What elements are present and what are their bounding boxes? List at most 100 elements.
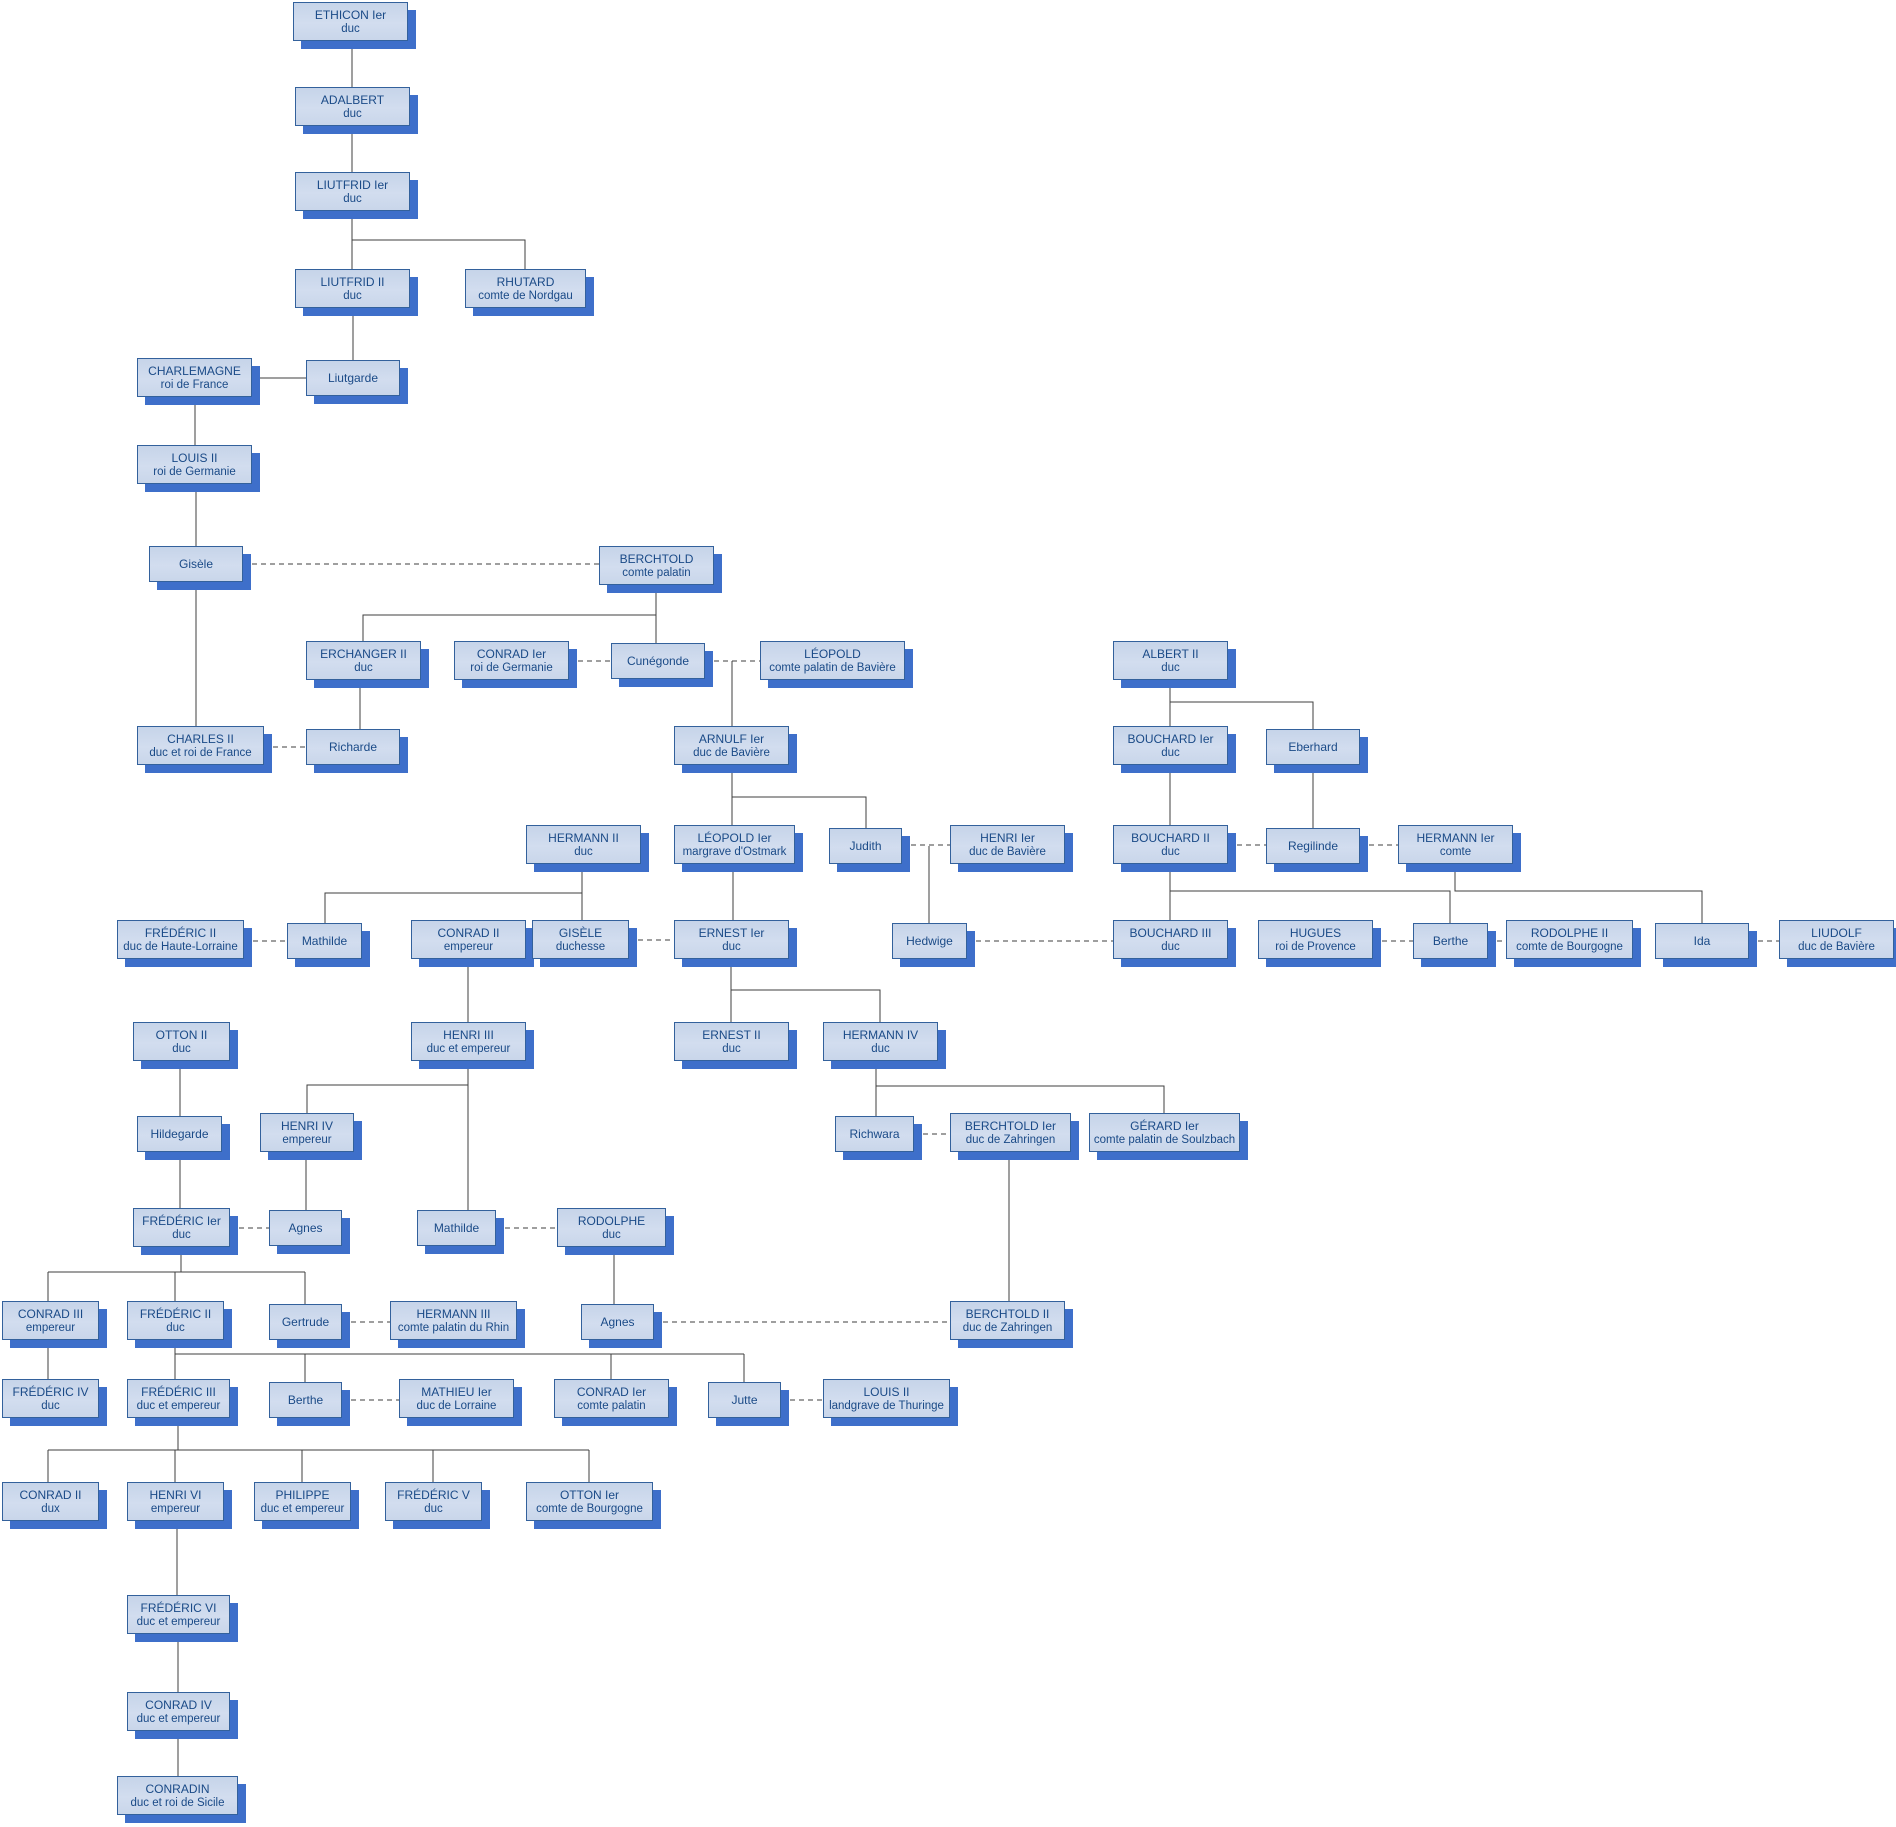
person-name: CONRAD II <box>19 1487 82 1502</box>
person-name: ETHICON Ier <box>314 7 387 22</box>
person-name: Mathilde <box>301 934 348 948</box>
person-title: comte palatin <box>577 1399 646 1412</box>
person-name: Hedwige <box>906 934 953 948</box>
descent-connector <box>731 989 881 1022</box>
person-title: duc <box>424 1502 443 1515</box>
person-name: FRÉDÉRIC II <box>139 1306 212 1321</box>
person-title: empereur <box>282 1133 332 1146</box>
person-title: duc <box>1161 746 1180 759</box>
person-name: BERCHTOLD II <box>965 1306 1050 1321</box>
person-box-liutgarde: Liutgarde <box>306 360 400 396</box>
person-name: LIUDOLF <box>1811 925 1862 940</box>
person-name: LIUTFRID II <box>320 274 385 289</box>
person-title: comte palatin de Soulzbach <box>1093 1133 1236 1146</box>
person-name: BOUCHARD Ier <box>1127 731 1214 746</box>
person-title: roi de France <box>160 378 229 391</box>
person-name: HENRI VI <box>149 1487 202 1502</box>
person-name: FRÉDÉRIC Ier <box>142 1213 221 1228</box>
person-name: Agnes <box>288 1221 323 1235</box>
person-box-hildegarde: Hildegarde <box>137 1116 222 1152</box>
person-name: CONRAD Ier <box>576 1384 647 1399</box>
person-name: BERCHTOLD <box>619 551 694 566</box>
person-title: duc de Haute-Lorraine <box>123 940 238 953</box>
person-title: roi de Provence <box>1275 940 1356 953</box>
person-name: CONRADIN <box>145 1781 210 1796</box>
person-title: duc <box>1161 661 1180 674</box>
person-name: CHARLES II <box>167 731 234 746</box>
person-title: duchesse <box>555 940 606 953</box>
person-box-eberhard: Eberhard <box>1266 729 1360 765</box>
person-name: FRÉDÉRIC II <box>144 925 217 940</box>
person-title: duc de Zahringen <box>962 1321 1053 1334</box>
person-title: duc <box>722 1042 741 1055</box>
person-title: duc et roi de Sicile <box>130 1796 225 1809</box>
person-title: duc <box>343 107 362 120</box>
descent-connector <box>1454 864 1703 923</box>
person-name: Cunégonde <box>626 654 690 668</box>
person-title: duc de Bavière <box>969 845 1046 858</box>
person-name: BERCHTOLD Ier <box>964 1118 1057 1133</box>
person-title: duc <box>343 192 362 205</box>
person-box-gisele1: Gisèle <box>149 546 243 582</box>
person-title: comte <box>1439 845 1472 858</box>
person-title: duc <box>341 22 360 35</box>
person-name: RODOLPHE <box>577 1213 646 1228</box>
person-box-ida: Ida <box>1655 923 1749 959</box>
person-name: Hildegarde <box>150 1127 209 1141</box>
person-title: comte palatin de Bavière <box>769 661 896 674</box>
person-name: HENRI IV <box>280 1118 333 1133</box>
person-name: Richwara <box>849 1127 900 1141</box>
person-box-richarde: Richarde <box>306 729 400 765</box>
descent-connector <box>876 1085 1165 1113</box>
person-name: FRÉDÉRIC V <box>397 1487 470 1502</box>
person-title: empereur <box>443 940 494 953</box>
person-title: duc de Bavière <box>693 746 770 759</box>
person-name: ERCHANGER II <box>320 646 407 661</box>
person-name: HERMANN IV <box>842 1027 919 1042</box>
person-name: MATHIEU Ier <box>421 1384 492 1399</box>
person-name: BOUCHARD II <box>1131 830 1210 845</box>
person-name: CONRAD Ier <box>476 646 547 661</box>
person-title: duc <box>354 661 373 674</box>
person-name: FRÉDÉRIC IV <box>12 1384 89 1399</box>
person-name: Mathilde <box>433 1221 480 1235</box>
person-name: LIUTFRID Ier <box>316 177 389 192</box>
person-title: duc <box>871 1042 890 1055</box>
person-name: OTTON II <box>155 1027 208 1042</box>
person-title: duc <box>343 289 362 302</box>
person-title: duc <box>172 1228 191 1241</box>
person-title: duc <box>1161 940 1180 953</box>
person-title: duc et empereur <box>136 1399 221 1412</box>
person-name: ERNEST Ier <box>698 925 765 940</box>
person-name: CONRAD IV <box>145 1697 212 1712</box>
person-box-agnes1: Agnes <box>269 1210 342 1246</box>
person-box-berthe2: Berthe <box>269 1382 342 1418</box>
person-title: empereur <box>150 1502 201 1515</box>
person-box-gertrude: Gertrude <box>269 1304 342 1340</box>
